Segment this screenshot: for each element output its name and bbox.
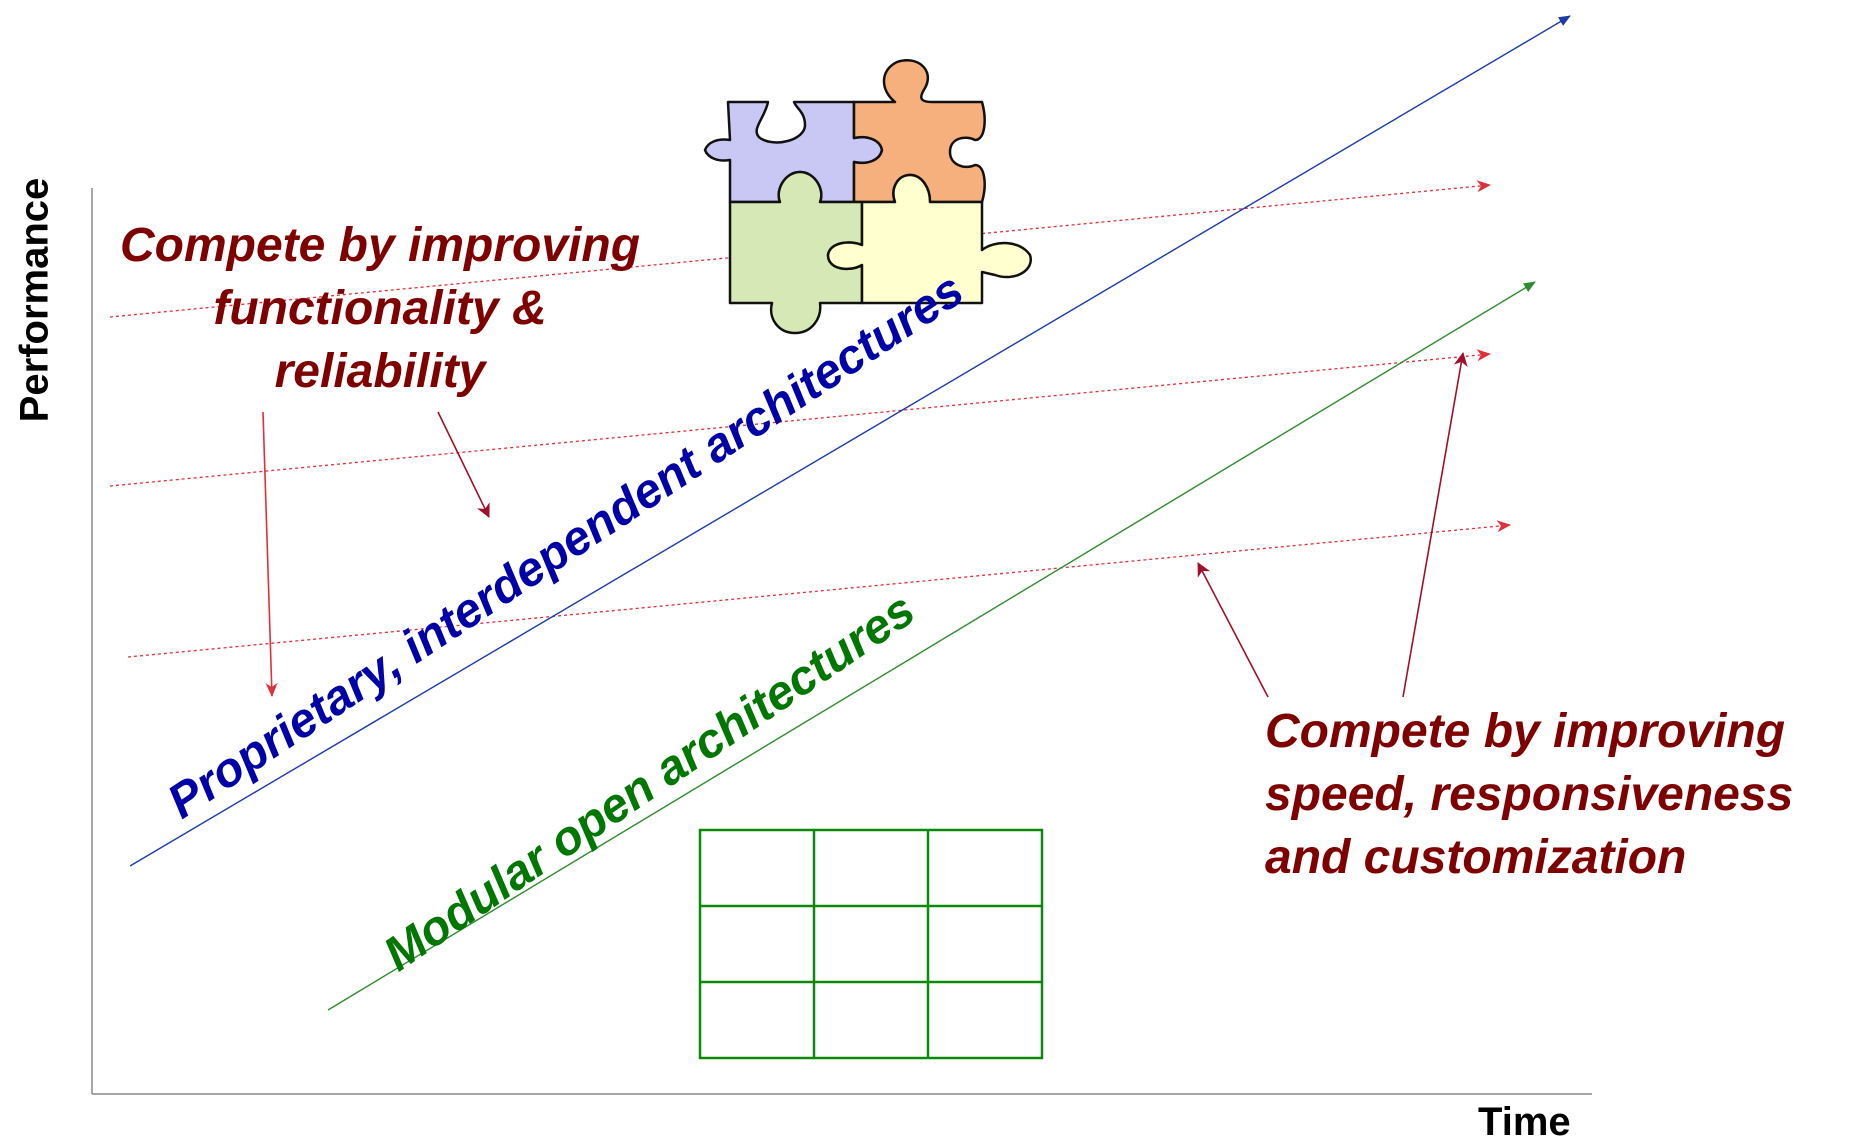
- speed-arrow-1: [1197, 562, 1269, 698]
- functionality-arrow-2: [437, 411, 490, 518]
- functionality-note-line-3: reliability: [274, 345, 486, 398]
- grid-frame: [698, 828, 1044, 1060]
- puzzle-piece-orange: [852, 59, 986, 204]
- speed-arrow-2: [1402, 352, 1468, 698]
- functionality-arrow-1: [262, 411, 278, 697]
- puzzle-icon: [703, 59, 1032, 335]
- speed-note-line-1: Compete by improving: [1265, 705, 1786, 758]
- x-axis-label: Time: [1478, 1100, 1571, 1144]
- functionality-note-line-1: Compete by improving: [119, 219, 641, 272]
- speed-note-line-3: and customization: [1265, 831, 1687, 884]
- speed-note-line-2: speed, responsiveness: [1265, 768, 1794, 821]
- proprietary-trajectory-line: [129, 15, 1571, 867]
- modular-trajectory-line: [327, 281, 1536, 1011]
- speed-note: Compete by improving speed, responsivene…: [1265, 700, 1793, 889]
- functionality-note: Compete by improving functionality & rel…: [70, 214, 690, 403]
- functionality-note-line-2: functionality &: [213, 282, 547, 335]
- grid-icon: [698, 828, 1044, 1060]
- y-axis-label: Performance: [12, 177, 57, 423]
- puzzle-piece-yellow: [826, 173, 1032, 305]
